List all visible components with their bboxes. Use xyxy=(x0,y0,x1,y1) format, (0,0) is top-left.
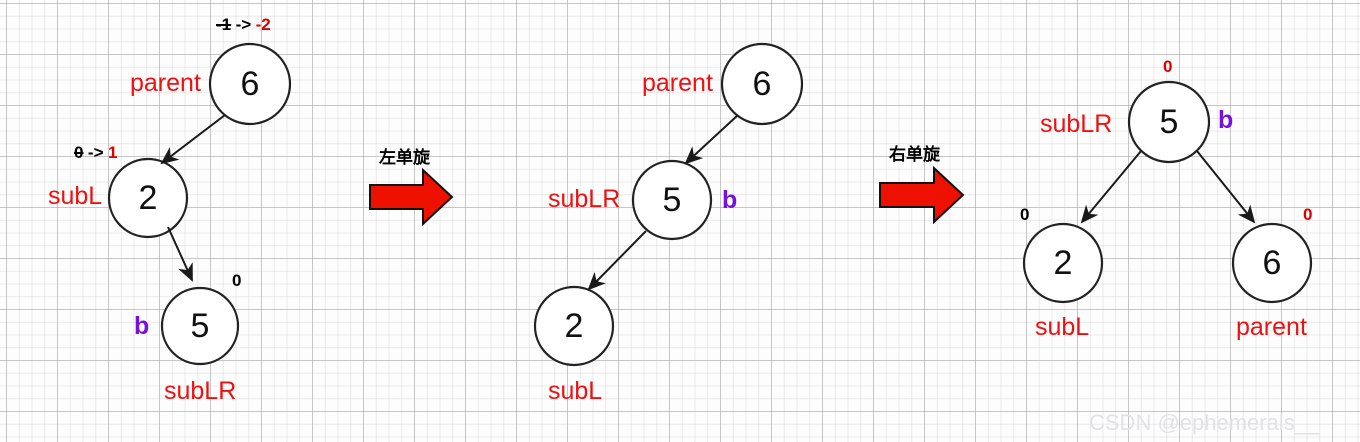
role-label-sublr-panel2: subLR xyxy=(548,185,621,213)
edge-6-to-2-panel1 xyxy=(160,114,226,165)
balance-update-node2-panel1: 0 -> 1 xyxy=(74,144,117,162)
balance-node6-panel3: 0 xyxy=(1303,205,1313,224)
node-label-2-panel1: 2 xyxy=(138,178,158,217)
edge-6-to-5-panel2 xyxy=(684,114,739,165)
role-label-subl-panel1: subL xyxy=(48,182,103,210)
edge-5-to-6-panel3 xyxy=(1196,150,1256,224)
role-label-parent-panel1: parent xyxy=(130,69,201,97)
node-label-5-panel3: 5 xyxy=(1159,102,1179,141)
node-circle-5-panel3 xyxy=(1127,80,1211,164)
node-circle-2-panel3 xyxy=(1022,222,1104,304)
balance-arrow-node6-panel1: -> xyxy=(235,15,252,34)
balance-node5-panel1: 0 xyxy=(232,271,242,290)
node-label-5-panel1: 5 xyxy=(190,306,210,345)
role-label-parent-panel3: parent xyxy=(1236,313,1307,341)
balance-old-node6-panel1: -1 xyxy=(216,15,232,34)
watermark-text: CSDN @ephemerals__ xyxy=(1089,410,1320,435)
left-rotate-arrow-icon xyxy=(369,167,454,227)
node-circle-5-panel2 xyxy=(631,159,713,241)
balance-update-node6-panel1: -1 -> -2 xyxy=(216,16,271,34)
balance-node2-panel3: 0 xyxy=(1020,205,1030,224)
role-label-parent-panel2: parent xyxy=(642,69,713,97)
edge-2-to-5-panel1 xyxy=(167,226,193,282)
balance-old-node2-panel1: 0 xyxy=(74,143,84,162)
balance-node5-panel3: 0 xyxy=(1163,57,1173,76)
edge-5-to-2-panel2 xyxy=(587,230,647,291)
role-label-subl-panel2: subL xyxy=(548,377,603,405)
node-label-2-panel3: 2 xyxy=(1053,243,1073,282)
node-label-6-panel1: 6 xyxy=(240,64,260,103)
node-circle-6-panel1 xyxy=(208,42,292,126)
b-marker-node5-panel2: b xyxy=(722,186,738,214)
node-label-5-panel2: 5 xyxy=(662,180,682,219)
right-rotate-arrow-icon xyxy=(879,165,965,225)
edge-5-to-2-panel3 xyxy=(1080,150,1142,224)
node-label-6-panel2: 6 xyxy=(752,64,772,103)
node-circle-6-panel3 xyxy=(1231,222,1313,304)
transition-label-right-rotate: 右单旋 xyxy=(889,145,940,165)
node-label-6-panel3: 6 xyxy=(1262,243,1282,282)
balance-new-node6-panel1: -2 xyxy=(255,15,271,34)
node-circle-2-panel2 xyxy=(533,285,615,367)
transition-label-left-rotate: 左单旋 xyxy=(379,148,430,168)
balance-arrow-node2-panel1: -> xyxy=(87,143,104,162)
node-circle-5-panel1 xyxy=(160,286,240,366)
role-label-sublr-panel1: subLR xyxy=(164,377,237,405)
balance-new-node2-panel1: 1 xyxy=(107,143,118,162)
node-label-2-panel2: 2 xyxy=(564,306,584,345)
b-marker-node5-panel1: b xyxy=(134,312,150,340)
b-marker-node5-panel3: b xyxy=(1218,106,1234,134)
role-label-sublr-panel3: subLR xyxy=(1040,110,1113,138)
node-circle-2-panel1 xyxy=(107,157,189,239)
role-label-subl-panel3: subL xyxy=(1035,313,1090,341)
node-circle-6-panel2 xyxy=(720,42,804,126)
